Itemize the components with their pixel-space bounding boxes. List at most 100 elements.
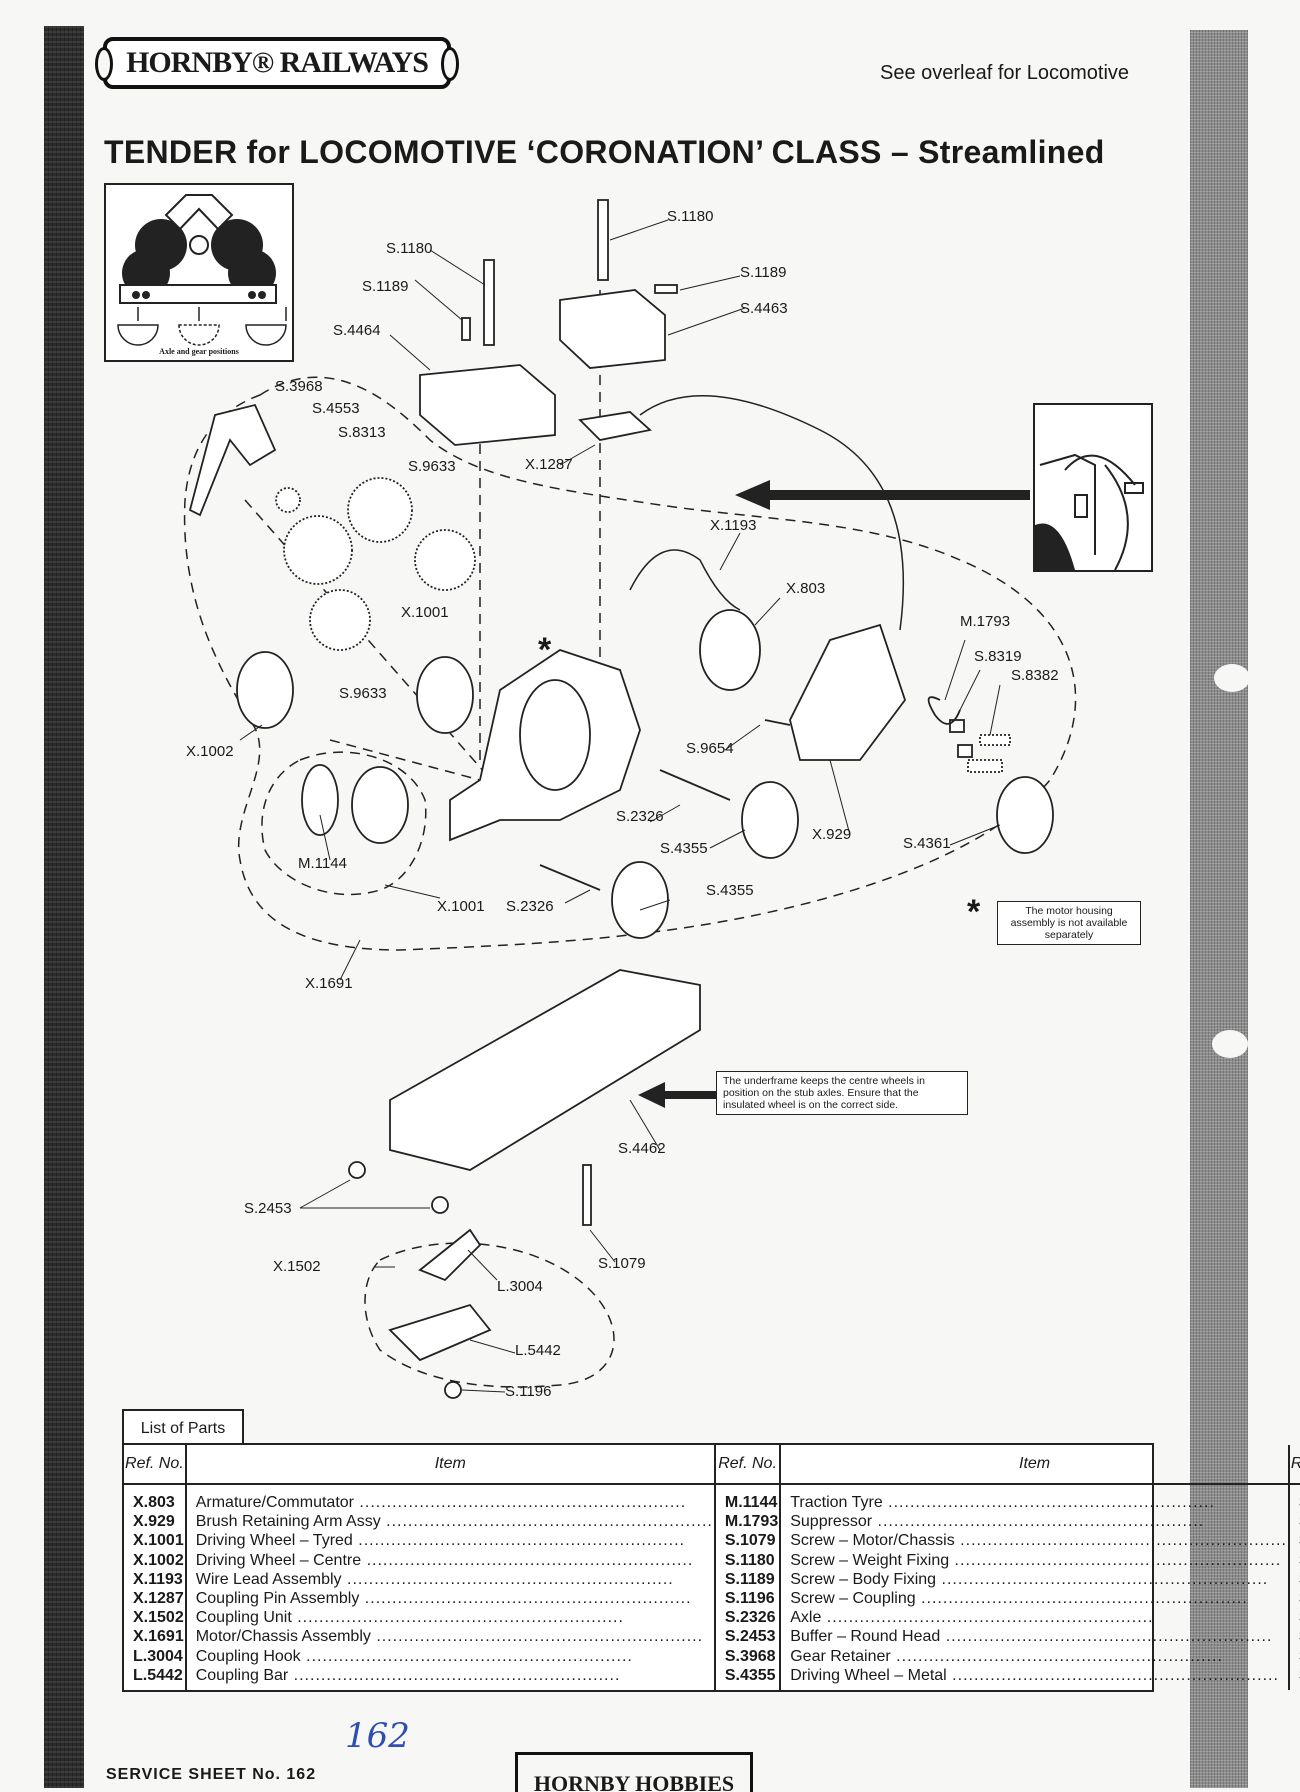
suppressor — [927, 696, 961, 725]
carbon-brush — [957, 744, 973, 758]
part-ref: S.1079 — [724, 1532, 776, 1550]
carbon-brush — [949, 719, 965, 733]
spur-gear-40-10-tooth — [347, 477, 413, 543]
part-ref: S.4553 — [1291, 1570, 1300, 1589]
stub-axle — [764, 719, 791, 726]
part-ref: S.4462 — [1291, 1512, 1300, 1531]
part-item: Coupling Pin Assembly ..................… — [188, 1589, 713, 1608]
arrow-icon — [638, 1082, 716, 1108]
part-item-name: Motor/Chassis Assembly — [195, 1628, 371, 1646]
inset-caption: Axle and gear positions — [159, 347, 239, 356]
part-ref: X.1287 — [133, 1590, 184, 1608]
front-weight — [559, 289, 666, 369]
wire-lead — [629, 549, 741, 611]
part-item-name: Driving Wheel – Tyred — [195, 1532, 353, 1550]
part-ref: S.9633 — [1291, 1647, 1300, 1666]
part-item: Coupling Unit ..........................… — [188, 1608, 713, 1627]
part-item: Screw – Weight Fixing ..................… — [782, 1551, 1287, 1570]
brush-spring — [967, 759, 1003, 773]
part-item-name: Brush Retaining Arm Assy — [195, 1513, 381, 1531]
brush-retaining-arm — [789, 623, 907, 761]
part-ref: S.4464 — [1291, 1551, 1300, 1570]
part-item: Gear Retainer ..........................… — [782, 1647, 1287, 1666]
part-item-name: Screw – Weight Fixing — [790, 1551, 950, 1569]
part-ref: X.1691 — [133, 1628, 184, 1646]
part-ref: M.1144 — [724, 1494, 778, 1511]
leader-dots: ........................................… — [940, 1628, 1273, 1646]
part-ref: X.1002 — [133, 1551, 184, 1569]
driving-wheel-tyred — [416, 656, 474, 734]
screw-s1189-left — [461, 317, 471, 341]
part-item-name: Gear Retainer — [790, 1647, 891, 1665]
parts-list-table: Ref. No. Item Ref. No. Item Ref. No. Ite… — [122, 1443, 1300, 1692]
asterisk-motor-housing: * — [538, 631, 552, 669]
part-item: Screw – Coupling .......................… — [782, 1589, 1287, 1608]
screw-s1196 — [444, 1381, 462, 1399]
item-column-2: Traction Tyre ..........................… — [780, 1484, 1290, 1690]
part-item-name: Traction Tyre — [790, 1494, 883, 1511]
part-ref: X.803 — [133, 1494, 175, 1511]
wire-connection-inset — [1033, 403, 1153, 572]
label-s4355-bottom: S.4355 — [706, 882, 754, 899]
axle-gear-positions-inset: Axle and gear positions — [104, 183, 294, 362]
leader-dots: ........................................… — [359, 1590, 692, 1608]
parts-list-title: List of Parts — [122, 1409, 244, 1447]
part-ref: S.8313 — [1291, 1589, 1300, 1608]
part-ref: S.4463 — [1291, 1531, 1300, 1550]
driving-wheel-metal — [611, 861, 669, 939]
axle-gear-illustration — [117, 194, 287, 346]
binding-strip-left — [44, 26, 84, 1788]
part-ref: X.1502 — [133, 1609, 184, 1627]
part-item: Motor/Chassis Assembly .................… — [188, 1627, 713, 1646]
spur-gear-33-tooth — [309, 589, 371, 651]
label-l5442: L.5442 — [515, 1342, 561, 1359]
part-item: Armature/Commutator ....................… — [188, 1493, 713, 1512]
part-ref: S.4355 — [724, 1666, 776, 1684]
leader-dots: ........................................… — [936, 1570, 1269, 1588]
label-x1502: X.1502 — [273, 1258, 321, 1275]
part-item: Driving Wheel – Centre .................… — [188, 1551, 713, 1570]
overleaf-note: See overleaf for Locomotive — [880, 62, 1130, 84]
column-header-ref: Ref. No. — [124, 1445, 187, 1485]
label-s9654: S.9654 — [686, 740, 734, 757]
part-item: Brush Retaining Arm Assy ...............… — [188, 1512, 713, 1531]
part-item-name: Driving Wheel – Centre — [195, 1551, 362, 1569]
column-header-ref: Ref. No. — [1288, 1445, 1300, 1485]
label-x1193: X.1193 — [710, 517, 757, 534]
label-s9633-bottom: S.9633 — [339, 685, 387, 702]
screw-s1180-right — [597, 199, 609, 281]
leader-dots: ........................................… — [872, 1513, 1205, 1531]
part-item-name: Coupling Bar — [195, 1666, 289, 1684]
wire-lead-long — [639, 395, 905, 631]
part-ref: S.8382 — [1291, 1627, 1300, 1646]
part-item: Buffer – Round Head ....................… — [782, 1627, 1287, 1646]
column-header-ref: Ref. No. — [714, 1445, 782, 1485]
part-ref: X.1001 — [133, 1532, 184, 1550]
axle — [659, 769, 731, 801]
part-item: Driving Wheel – Metal ..................… — [782, 1666, 1287, 1685]
traction-tyre — [301, 764, 339, 836]
motor-chassis-assembly-outline — [183, 376, 1077, 951]
leader-dots: ........................................… — [890, 1647, 1223, 1665]
leader-dots: ........................................… — [882, 1494, 1215, 1511]
leader-dots: ........................................… — [288, 1666, 621, 1684]
label-s4464: S.4464 — [333, 322, 381, 339]
part-ref: L.3004 — [133, 1647, 183, 1665]
part-item: Traction Tyre ..........................… — [782, 1493, 1287, 1512]
leader-dots: ........................................… — [946, 1666, 1279, 1684]
label-x1001-bottom: X.1001 — [437, 898, 485, 915]
driving-wheel-tyred — [351, 766, 409, 844]
label-s1189-left: S.1189 — [362, 278, 409, 295]
buffer-round-head — [431, 1196, 449, 1214]
label-l3004: L.3004 — [497, 1278, 543, 1295]
coupling-pin-assembly — [578, 411, 652, 441]
leader-dots: ........................................… — [954, 1532, 1287, 1550]
part-item: Coupling Bar ...........................… — [188, 1666, 713, 1685]
part-ref: X.1193 — [133, 1570, 183, 1588]
part-item-name: Screw – Coupling — [790, 1590, 916, 1608]
punch-hole — [1212, 1030, 1248, 1058]
label-x1287: X.1287 — [525, 456, 573, 473]
part-item: Suppressor .............................… — [782, 1512, 1287, 1531]
